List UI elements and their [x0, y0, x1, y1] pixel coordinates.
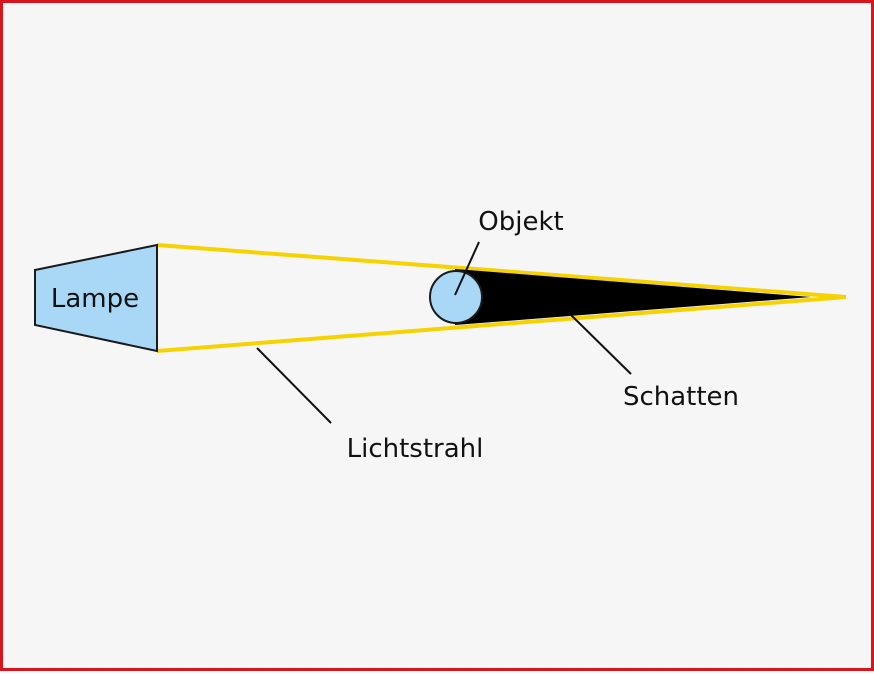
- shadow-diagram: Lampe Objekt Schatten Lichtstrahl: [34, 207, 847, 464]
- upper-light-ray: [156, 243, 847, 299]
- object-label: Objekt: [478, 207, 563, 237]
- object-circle: [429, 270, 483, 324]
- ray-label: Lichtstrahl: [347, 434, 484, 464]
- ray-leader-line: [256, 347, 332, 424]
- shadow-label: Schatten: [623, 382, 739, 412]
- lower-light-ray: [156, 295, 847, 353]
- shadow-cone: [455, 269, 811, 325]
- object-leader-line: [454, 241, 480, 296]
- shadow-leader-line: [570, 314, 632, 375]
- lamp-label: Lampe: [51, 284, 139, 314]
- lamp-shape: [34, 243, 158, 353]
